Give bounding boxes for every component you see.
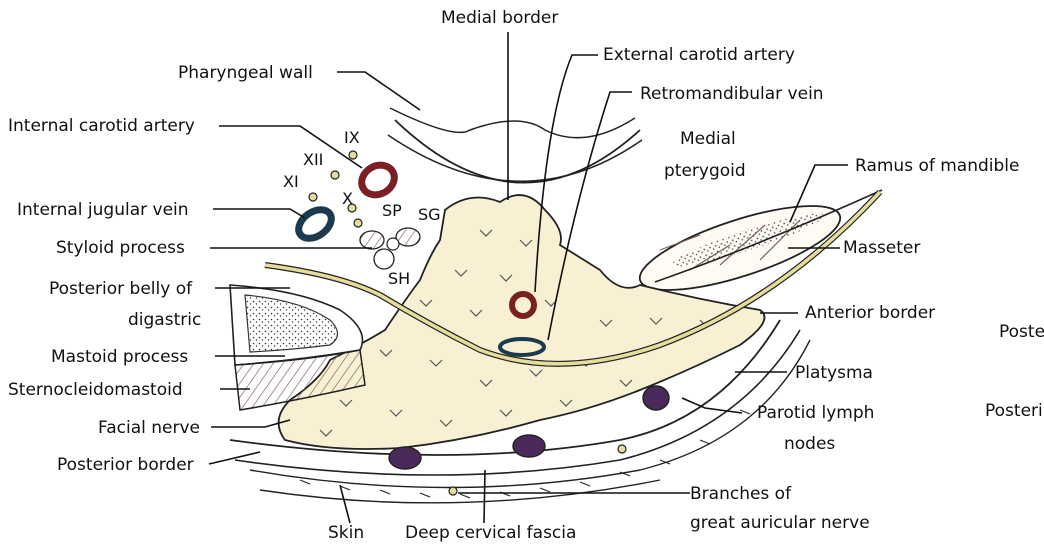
label-internal-jugular-vein: Internal jugular vein <box>17 200 189 220</box>
label-retromandibular-vein: Retromandibular vein <box>640 84 824 104</box>
internal-carotid-artery-ring <box>356 159 399 200</box>
label-muscle-sh: SH <box>388 269 410 288</box>
label-cut-right-2: Posteri <box>985 401 1043 421</box>
label-parotid-lymph-line2: nodes <box>784 434 835 454</box>
label-platysma: Platysma <box>795 363 873 383</box>
label-posterior-belly-line1: Posterior belly of <box>49 279 193 299</box>
internal-jugular-vein-ring <box>293 204 336 244</box>
label-deep-cervical-fascia: Deep cervical fascia <box>405 523 576 543</box>
label-muscle-sg: SG <box>418 205 441 224</box>
label-posterior-belly-line2: digastric <box>128 310 201 330</box>
label-cranial-xi: XI <box>283 172 299 191</box>
label-facial-nerve: Facial nerve <box>98 418 200 438</box>
label-internal-carotid-artery: Internal carotid artery <box>8 116 195 136</box>
label-sternocleidomastoid: Sternocleidomastoid <box>8 380 183 400</box>
label-branches-line2: great auricular nerve <box>690 513 870 533</box>
label-posterior-border: Posterior border <box>57 455 194 475</box>
label-medial-pterygoid-line1: Medial <box>680 129 736 149</box>
label-external-carotid-artery: External carotid artery <box>603 45 795 65</box>
pharyngeal-wall-shape <box>388 108 642 183</box>
label-ramus-of-mandible: Ramus of mandible <box>855 156 1019 176</box>
label-masseter: Masseter <box>843 238 920 258</box>
label-cut-right-1: Poste <box>999 322 1044 342</box>
label-mastoid-process: Mastoid process <box>51 347 188 367</box>
label-muscle-sp: SP <box>382 201 402 220</box>
label-pharyngeal-wall: Pharyngeal wall <box>178 63 313 83</box>
label-medial-border: Medial border <box>441 8 558 28</box>
label-styloid-process: Styloid process <box>56 238 185 258</box>
label-branches-line1: Branches of <box>690 484 792 504</box>
label-skin: Skin <box>328 523 364 543</box>
label-parotid-lymph-line1: Parotid lymph <box>757 403 874 423</box>
label-medial-pterygoid-line2: pterygoid <box>664 161 746 181</box>
label-cranial-x: X <box>342 189 353 208</box>
label-anterior-border: Anterior border <box>805 303 935 323</box>
label-cranial-ix: IX <box>344 128 360 147</box>
label-cranial-xii: XII <box>303 150 323 169</box>
